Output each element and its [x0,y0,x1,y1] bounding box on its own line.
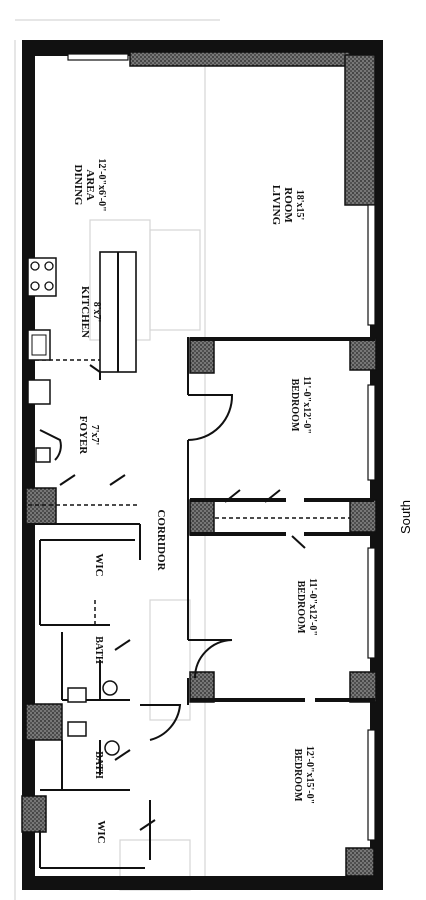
svg-text:BATH: BATH [93,751,104,779]
room-label-bedroom-3: BEDROOM 12'-0"x15'-0" [292,746,315,804]
svg-text:CORRIDOR: CORRIDOR [155,509,167,571]
interior-walls [28,337,375,869]
door-swings [39,394,306,831]
room-label-bedroom-2: BEDROOM 11'-0"x12'-0" [295,578,318,636]
room-label-bedroom-1: BEDROOM 11'-0"x12'-0" [289,376,312,434]
svg-text:12'-0"x6'-0": 12'-0"x6'-0" [96,158,107,211]
dishwasher-icon [27,379,51,405]
svg-text:7'x7': 7'x7' [89,425,100,446]
svg-text:BEDROOM: BEDROOM [292,749,303,802]
svg-text:11'-0"x12'-0": 11'-0"x12'-0" [307,578,318,636]
sink-icon [27,329,51,361]
room-label-living: LIVING ROOM 18'x15' [270,185,305,226]
svg-text:8'x7': 8'x7' [91,302,102,323]
room-label-dining: DINING AREA 12'-0"x6'-0" [72,158,107,211]
room-label-bath-upper: BATH [93,636,104,664]
svg-text:DINING: DINING [72,165,84,206]
room-label-kitchen: KITCHEN 8'x7' [79,286,102,338]
room-label-wic-upper: WIC [93,553,105,576]
svg-text:BEDROOM: BEDROOM [289,379,300,432]
svg-text:18'x15': 18'x15' [294,190,305,221]
sink-icon [67,721,87,737]
sink-icon [67,687,87,703]
svg-text:ROOM: ROOM [282,187,294,223]
room-label-bath-lower: BATH [93,751,104,779]
svg-text:WIC: WIC [93,553,105,576]
foyer-closet-icon [35,447,51,463]
svg-text:KITCHEN: KITCHEN [79,286,91,338]
orientation-label: South [398,500,413,534]
room-label-foyer: FOYER 7'x7' [77,416,100,456]
kitchen-fixtures [27,251,137,463]
south-windows [67,53,376,841]
svg-text:WIC: WIC [95,820,107,843]
room-label-corridor: CORRIDOR [155,509,167,571]
toilet-icon [104,740,120,756]
toilet-icon [102,680,118,696]
svg-text:BEDROOM: BEDROOM [295,581,306,634]
svg-text:AREA: AREA [84,169,96,200]
masonry-columns [21,51,377,877]
bath-fixtures [67,660,120,775]
room-label-wic-lower: WIC [95,820,107,843]
svg-text:LIVING: LIVING [270,185,282,226]
svg-text:BATH: BATH [93,636,104,664]
svg-text:11'-0"x12'-0": 11'-0"x12'-0" [301,376,312,434]
svg-text:12'-0"x15'-0": 12'-0"x15'-0" [304,746,315,804]
svg-text:FOYER: FOYER [77,416,89,456]
